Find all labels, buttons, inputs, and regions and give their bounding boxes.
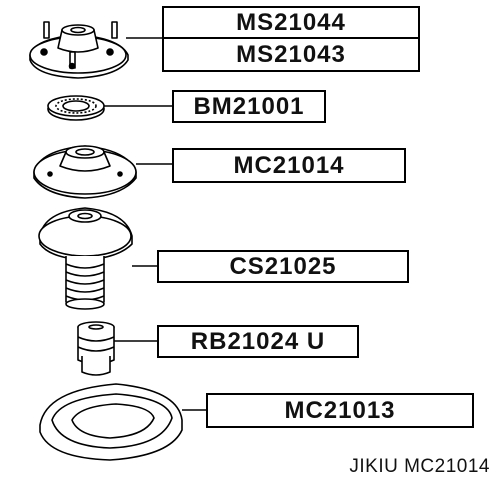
part-label-mc21013: MC21013 [206, 393, 474, 428]
part-label-rb21024u: RB21024 U [157, 325, 359, 358]
bump-stop-icon [77, 321, 115, 376]
leader-lines [104, 37, 206, 411]
bearing-icon [47, 95, 105, 121]
part-label-ms21044: MS21044 [162, 6, 420, 39]
spring-pad-icon [39, 383, 183, 461]
part-label-ms21043: MS21043 [162, 37, 420, 72]
footer-caption: JIKIU MC21014 [349, 456, 490, 477]
part-label-cs21025: CS21025 [157, 250, 409, 283]
part-label-bm21001: BM21001 [172, 90, 326, 123]
dust-boot-icon [38, 207, 133, 310]
strut-mount-icon [29, 21, 129, 79]
spring-seat-icon [33, 145, 137, 199]
part-label-mc21014: MC21014 [172, 148, 406, 183]
